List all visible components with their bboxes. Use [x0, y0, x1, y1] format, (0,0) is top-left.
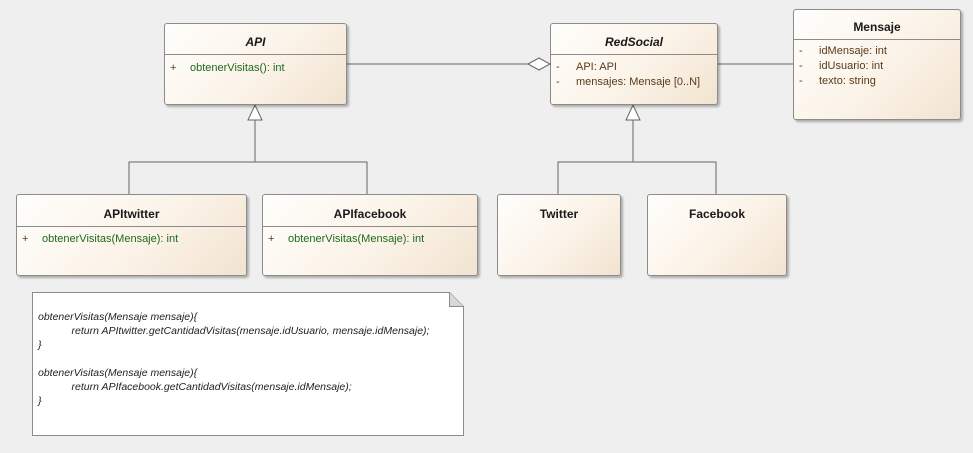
generalization-line-apitwitter: [128, 161, 255, 194]
class-name: RedSocial: [604, 35, 664, 49]
visibility-marker: -: [799, 60, 803, 72]
generalization-arrow-icon-redsocial: [625, 103, 641, 121]
attribute-text: mensajes: Mensaje [0..N]: [576, 76, 701, 88]
compartment-divider: [17, 226, 246, 227]
note-shape: [32, 292, 464, 436]
attribute-text: API: API: [576, 61, 617, 73]
operation-text: obtenerVisitas(Mensaje): int: [288, 233, 425, 245]
visibility-marker: -: [799, 45, 803, 57]
generalization-line-twitter: [557, 161, 633, 194]
note-line: obtenerVisitas(Mensaje mensaje){: [38, 367, 198, 379]
class-name: APItwitter: [103, 207, 160, 221]
class-mensaje[interactable]: Mensaje -idMensaje: int -idUsuario: int …: [793, 9, 961, 120]
attribute-text: texto: string: [819, 75, 876, 87]
operation-row: + obtenerVisitas(): int: [170, 62, 285, 74]
class-name: APIfacebook: [333, 207, 407, 221]
class-redsocial[interactable]: RedSocial - API: API - mensajes: Mensaje […: [550, 23, 718, 105]
attribute-row: - texto: string: [799, 75, 876, 87]
attribute-row: - idMensaje: int: [799, 45, 887, 57]
note-line: return APItwitter.getCantidadVisitas(men…: [71, 325, 430, 337]
compartment-divider: [551, 54, 717, 55]
generalization-line-facebook: [633, 161, 717, 194]
compartment-divider: [165, 54, 346, 55]
compartment-divider: [263, 226, 477, 227]
operation-text: obtenerVisitas(): int: [190, 62, 285, 74]
class-name: API: [245, 35, 266, 49]
class-apifacebook[interactable]: APIfacebook + obtenerVisitas(Mensaje): in…: [262, 194, 478, 276]
note-line: }: [38, 339, 42, 351]
note[interactable]: obtenerVisitas(Mensaje mensaje){ return …: [32, 292, 464, 436]
class-name: Twitter: [539, 207, 579, 221]
attribute-text: idMensaje: int: [819, 45, 887, 57]
class-facebook[interactable]: Facebook: [647, 194, 787, 276]
note-text: obtenerVisitas(Mensaje mensaje){ return …: [38, 310, 429, 408]
compartment-divider: [794, 39, 960, 40]
operation-row: + obtenerVisitas(Mensaje): int: [268, 233, 424, 245]
operation-text: obtenerVisitas(Mensaje): int: [42, 233, 179, 245]
visibility-marker: -: [799, 75, 803, 87]
generalization-line-apifacebook: [255, 161, 368, 194]
note-line: return APIfacebook.getCantidadVisitas(me…: [71, 381, 352, 393]
note-fold-icon: [449, 292, 464, 307]
note-line: obtenerVisitas(Mensaje mensaje){: [38, 311, 198, 323]
aggregation-diamond-icon: [526, 57, 552, 71]
class-name: Facebook: [688, 207, 745, 221]
visibility-marker: -: [556, 76, 560, 88]
attribute-row: - API: API: [556, 61, 617, 73]
attribute-row: - mensajes: Mensaje [0..N]: [556, 76, 700, 88]
operation-row: + obtenerVisitas(Mensaje): int: [22, 233, 178, 245]
visibility-marker: +: [268, 233, 275, 245]
class-apitwitter[interactable]: APItwitter + obtenerVisitas(Mensaje): int: [16, 194, 247, 276]
attribute-row: - idUsuario: int: [799, 60, 883, 72]
note-line: }: [38, 395, 42, 407]
class-name: Mensaje: [853, 20, 901, 34]
generalization-arrow-icon-api: [247, 103, 263, 121]
visibility-marker: -: [556, 61, 560, 73]
visibility-marker: +: [22, 233, 29, 245]
visibility-marker: +: [170, 62, 177, 74]
class-api[interactable]: API + obtenerVisitas(): int: [164, 23, 347, 105]
attribute-text: idUsuario: int: [819, 60, 884, 72]
class-twitter[interactable]: Twitter: [497, 194, 621, 276]
